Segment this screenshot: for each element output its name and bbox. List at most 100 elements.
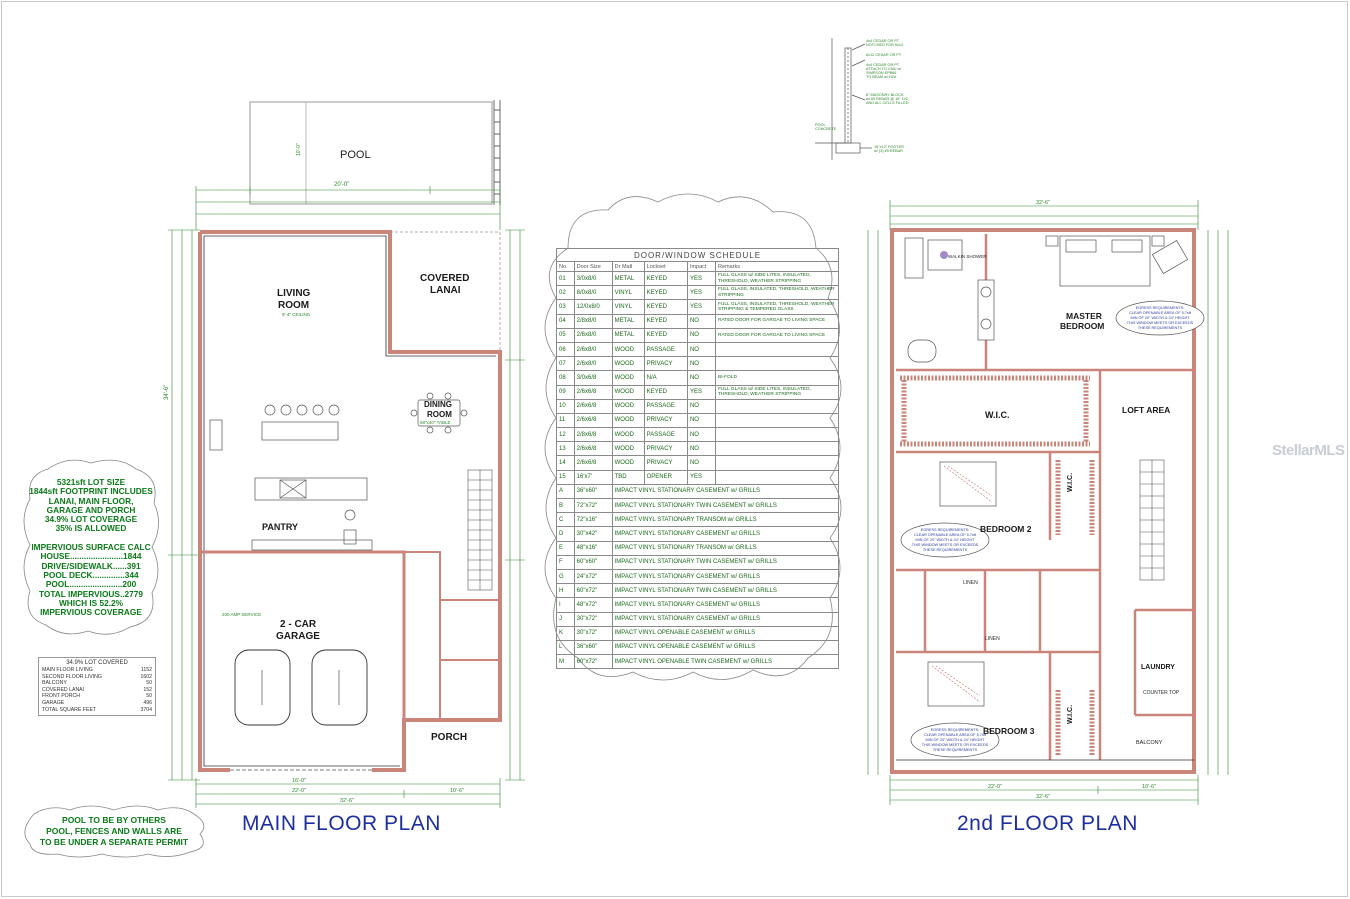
lot-note-line: 5321sft LOT SIZE: [56, 477, 126, 487]
second-top-dimensions: [889, 200, 1199, 230]
coverage-label: TOTAL SQUARE FEET: [42, 706, 97, 713]
svg-text:POOL: POOL: [815, 123, 826, 127]
main-walls-inner: [200, 231, 501, 770]
wic-bed3-label: W.I.C.: [1067, 705, 1074, 724]
main-stairs: [467, 469, 493, 591]
schedule-cell: IMPACT VINYL STATIONARY CASEMENT w/ GRIL…: [611, 611, 840, 627]
egress-text-bed3: EGRESS REQUIREMENTS: CLEAR OPENABLE AREA…: [922, 728, 989, 752]
balcony-label: BALCONY: [1136, 740, 1163, 746]
svg-text:w/ (3) #5 REBAR: w/ (3) #5 REBAR: [874, 149, 903, 153]
coverage-label: GARAGE: [42, 699, 65, 706]
schedule-cell: RATED DOOR FOR GARGAE TO LIVING SPACE: [715, 313, 839, 329]
footing-detail: [815, 38, 872, 160]
schedule-cell: IMPACT VINYL STATIONARY TRANSOM w/ GRILL…: [611, 540, 840, 556]
lot-note-line: IMPERVIOUS SURFACE CALC: [31, 542, 151, 553]
schedule-cell: NO: [686, 455, 717, 471]
schedule-cell: E: [556, 540, 575, 556]
porch-label: PORCH: [431, 732, 467, 743]
schedule-cell: 2/6x6/8: [573, 398, 613, 414]
dining-table-size: 68"x40" TABLE: [420, 420, 451, 425]
schedule-cell: KEYED: [643, 313, 688, 329]
permit-line-3: TO BE UNDER A SEPARATE PERMIT: [39, 836, 189, 847]
schedule-cell: G: [556, 568, 575, 585]
svg-text:MIN OF 20" WIDTH & 24" HEIGHT: MIN OF 20" WIDTH & 24" HEIGHT: [915, 538, 975, 542]
living-room-label-2: ROOM: [278, 300, 309, 311]
schedule-cell: 2/6x6/8: [573, 441, 613, 457]
schedule-cell: 72"x16": [573, 512, 613, 528]
schedule-cell: YES: [686, 469, 717, 485]
lot-note-line: WHICH IS 52.2%: [58, 597, 124, 608]
schedule-cell: B: [556, 497, 575, 514]
second-total-width-dim: 32'-6": [1036, 794, 1050, 800]
schedule-cell: WOOD: [611, 384, 645, 400]
schedule-cell: METAL: [611, 327, 645, 343]
svg-text:EGRESS REQUIREMENTS:: EGRESS REQUIREMENTS:: [1136, 306, 1185, 310]
main-right-dimensions: [505, 229, 525, 781]
schedule-cell: NO: [686, 356, 717, 372]
schedule-cell: 06: [556, 341, 575, 358]
schedule-cell: OPENER: [643, 469, 688, 485]
lot-note-cloud: [23, 459, 159, 635]
closet-shelving: [900, 375, 1095, 755]
schedule-cell: WOOD: [611, 341, 645, 358]
lot-note-line: 35% IS ALLOWED: [55, 523, 127, 534]
schedule-cell: [715, 427, 839, 443]
schedule-cell: 48"x16": [573, 540, 613, 556]
pool-width-dim: 20'-0": [334, 182, 349, 188]
schedule-cell: 2/8x6/8: [573, 427, 613, 443]
schedule-cell: H: [556, 583, 575, 599]
svg-text:8" MASONRY BLOCK: 8" MASONRY BLOCK: [866, 93, 904, 97]
egress-text-bed2: EGRESS REQUIREMENTS: CLEAR OPENABLE AREA…: [912, 528, 979, 552]
svg-text:TO BEAM w/ H2A: TO BEAM w/ H2A: [866, 75, 897, 79]
schedule-cell: METAL: [611, 270, 645, 287]
schedule-cell: TBD: [611, 469, 645, 485]
schedule-cell: 12: [556, 427, 575, 443]
svg-text:THIS WINDOW MEETS OR EXCEEDS: THIS WINDOW MEETS OR EXCEEDS: [1127, 321, 1194, 325]
schedule-cell: 3/0x8/0: [573, 270, 613, 287]
schedule-cell: K: [556, 625, 575, 641]
living-room-ceiling: 9'-4" CEILING: [282, 312, 311, 317]
second-top-width-dim: 32'-6": [1036, 200, 1050, 206]
schedule-cell: PASSAGE: [643, 341, 688, 358]
schedule-cell: 60"x72": [573, 654, 613, 670]
schedule-cell: I: [556, 597, 575, 613]
schedule-cell: 30"x42": [573, 526, 613, 542]
schedule-cell: KEYED: [643, 327, 688, 343]
schedule-cell: 2/8x8/0: [573, 313, 613, 329]
schedule-cell: IMPACT VINYL STATIONARY CASEMENT w/ GRIL…: [611, 526, 840, 542]
permit-line-2: POOL, FENCES AND WALLS ARE: [46, 825, 182, 836]
svg-text:CLEAR OPENABLE AREA OF 5.7sft: CLEAR OPENABLE AREA OF 5.7sft: [924, 733, 987, 737]
schedule-cell: 2/6x8/0: [573, 341, 613, 358]
counter-top-label: COUNTER TOP: [1143, 690, 1180, 696]
main-bottom-left-dim: 22'-0": [292, 788, 306, 794]
coverage-label: BALCONY: [42, 680, 67, 687]
schedule-cell: IMPACT VINYL STATIONARY TWIN CASEMENT w/…: [611, 583, 840, 599]
door-window-schedule: DOOR/WINDOW SCHEDULE No. Door Size Dr Ma…: [556, 248, 840, 670]
coverage-row: TOTAL SQUARE FEET 3704: [42, 707, 152, 714]
lot-note-line: DRIVE/SIDEWALK......391: [41, 560, 141, 571]
coverage-label: COVERED LANAI: [42, 686, 85, 693]
master-bedroom-label-2: BEDROOM: [1060, 321, 1104, 331]
svg-text:NOTCHED FOR 6x12: NOTCHED FOR 6x12: [866, 43, 903, 47]
schedule-cell: 05: [556, 327, 575, 343]
schedule-cell: 30"x72": [573, 625, 613, 641]
schedule-cell: VINYL: [611, 299, 645, 315]
egress-text-master: EGRESS REQUIREMENTS: CLEAR OPENABLE AREA…: [1127, 306, 1194, 330]
schedule-cell: A: [556, 483, 575, 500]
schedule-cell: 2/6x8/0: [573, 356, 613, 372]
coverage-value: 3704: [140, 706, 152, 713]
svg-text:AND ALL CELLS FILLED: AND ALL CELLS FILLED: [866, 101, 909, 105]
schedule-cell: IMPACT VINYL OPENABLE CASEMENT w/ GRILLS: [611, 625, 840, 641]
